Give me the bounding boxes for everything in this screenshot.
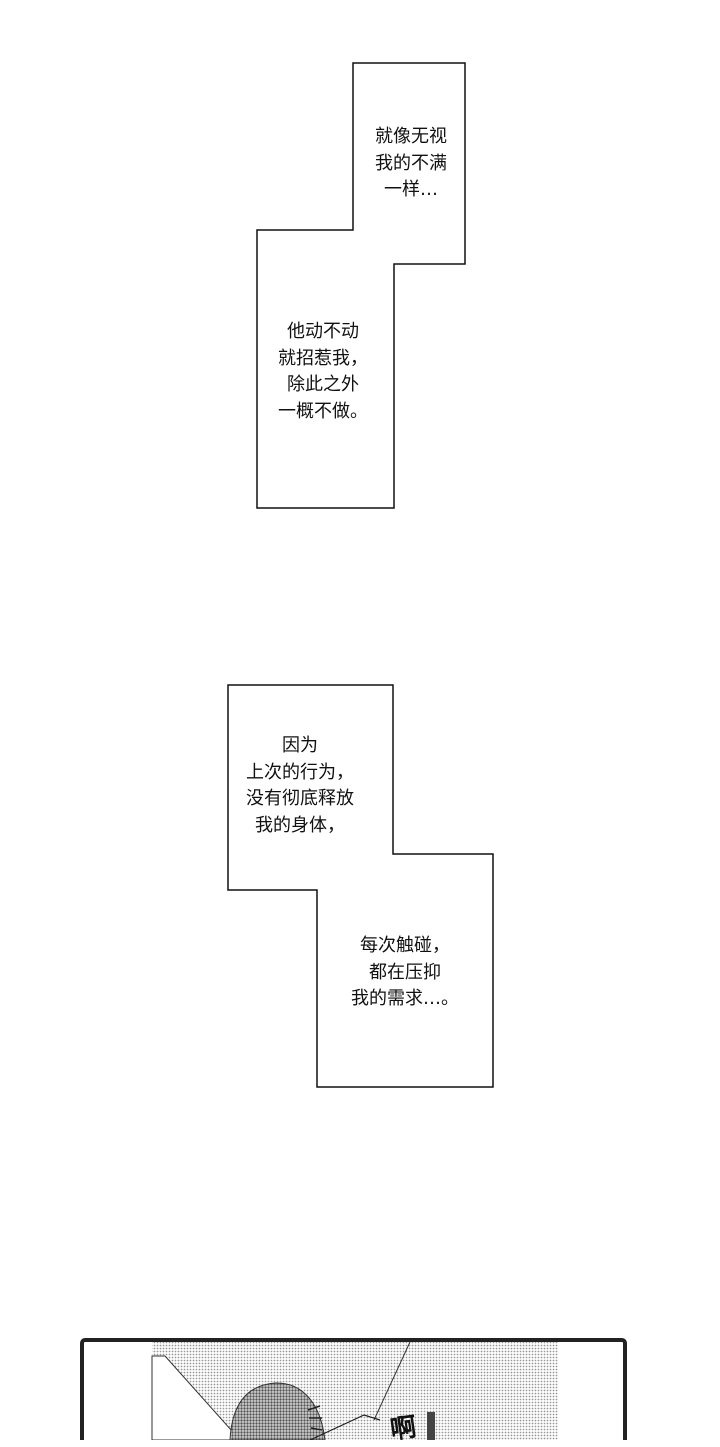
caption-line: 我的身体， — [255, 814, 345, 836]
caption-line: 就像无视 — [375, 126, 447, 147]
caption-line: 都在压抑 — [369, 961, 441, 983]
caption-line: 就招惹我， — [278, 347, 368, 369]
comic-panel — [80, 1338, 627, 1440]
caption-box-2 — [227, 684, 494, 1088]
caption-text-1: 就像无视 我的不满 一样… — [375, 124, 447, 204]
caption-line: 每次触碰， — [360, 935, 450, 956]
caption-line: 因为 — [282, 735, 318, 756]
caption-line: 他动不动 — [287, 321, 359, 342]
caption-line: 上次的行为， — [246, 761, 354, 783]
caption-line: 我的不满 — [375, 152, 447, 174]
caption-text-2: 他动不动 就招惹我， 除此之外 一概不做。 — [278, 319, 368, 425]
caption-line: 一样… — [384, 179, 438, 200]
caption-line: 除此之外 — [287, 374, 359, 395]
caption-line: 我的需求…。 — [351, 988, 459, 1009]
caption-line: 一概不做。 — [278, 400, 368, 422]
caption-text-3: 因为 上次的行为， 没有彻底释放 我的身体， — [246, 733, 354, 839]
caption-line: 没有彻底释放 — [246, 788, 354, 809]
character-hair — [229, 1382, 326, 1440]
caption-box-1 — [256, 62, 466, 509]
sound-effect: 啊 — [388, 1412, 419, 1446]
caption-text-4: 每次触碰， 都在压抑 我的需求…。 — [351, 933, 459, 1013]
